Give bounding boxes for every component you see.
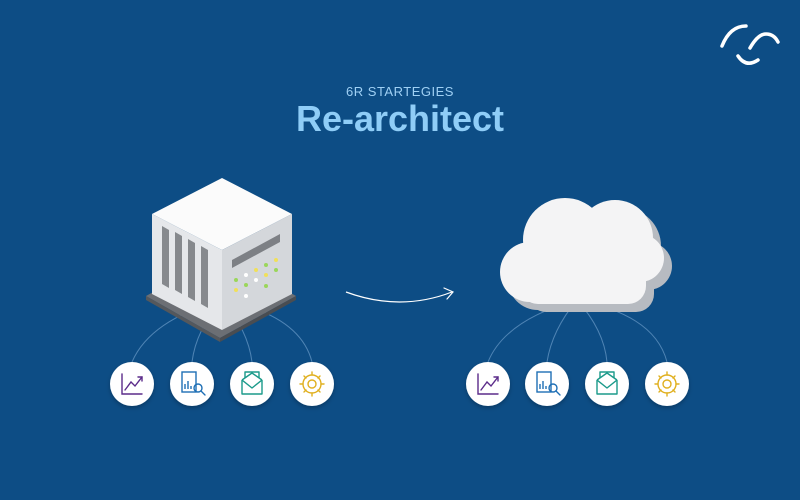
strategy-title: Re-architect xyxy=(295,98,505,139)
report-search-icon xyxy=(170,362,214,406)
mail-icon xyxy=(230,362,274,406)
gear-icon xyxy=(645,362,689,406)
chart-icon xyxy=(110,362,154,406)
strategy-subtitle: 6R STARTEGIES xyxy=(346,84,454,99)
cloud-illustration xyxy=(500,198,672,312)
migration-arrow xyxy=(345,287,454,303)
brand-logo-icon xyxy=(720,24,780,65)
right-icon-row xyxy=(466,362,689,406)
mail-icon xyxy=(585,362,629,406)
chart-icon xyxy=(466,362,510,406)
report-search-icon xyxy=(525,362,569,406)
gear-icon xyxy=(290,362,334,406)
left-icon-row xyxy=(110,362,334,406)
server-illustration xyxy=(146,178,296,342)
